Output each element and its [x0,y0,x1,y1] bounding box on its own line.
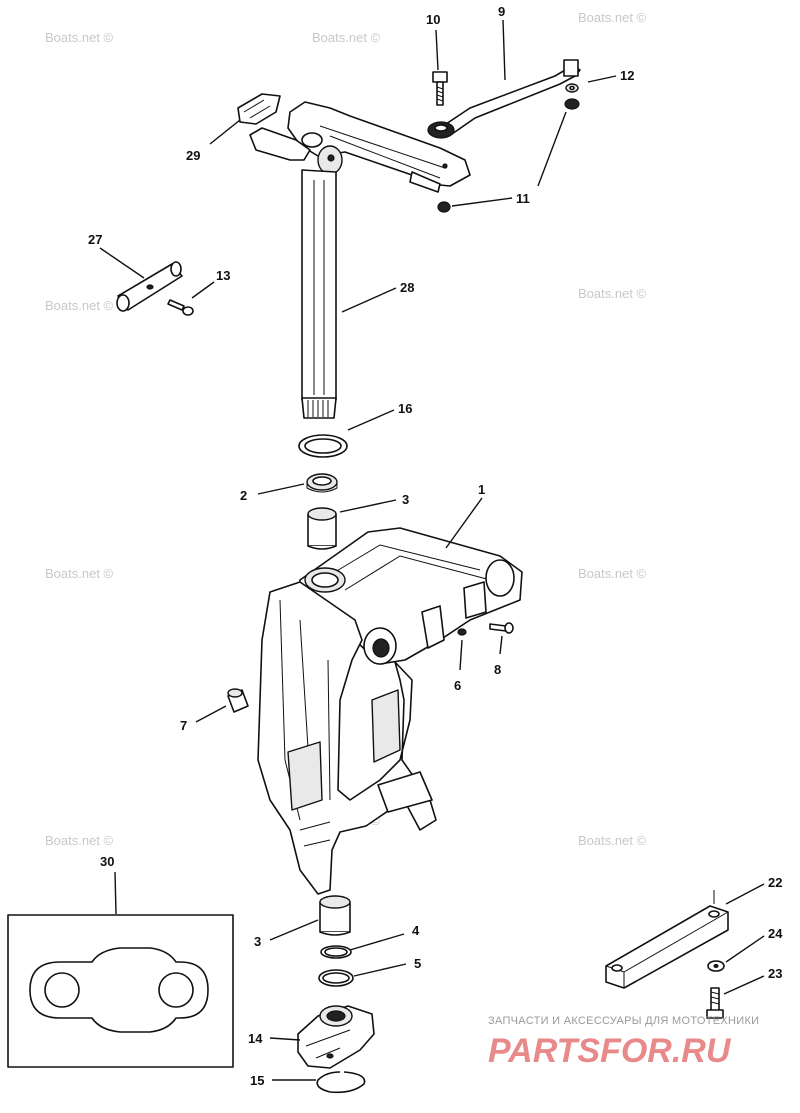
part-1-swivel-bracket [257,527,523,895]
part-16-washer [298,434,348,458]
callout-15: 15 [250,1073,264,1088]
part-7-bushing [227,688,249,713]
callout-9: 9 [498,4,505,19]
part-27-pin [116,261,183,312]
callout-12: 12 [620,68,634,83]
part-4-ring [320,945,352,959]
callout-13: 13 [216,268,230,283]
brand-tagline: ЗАПЧАСТИ И АКСЕССУАРЫ ДЛЯ МОТОТЕХНИКИ [488,1015,759,1027]
callouts: 10 9 12 11 29 27 13 28 16 2 3 1 7 6 8 30… [88,4,783,1088]
watermark: Boats.net © [578,833,647,848]
watermark: Boats.net © [578,10,647,25]
part-3-bushing-upper [307,507,337,550]
part-30-gasket [7,914,234,1068]
part-14-clamp [297,1005,375,1069]
callout-1: 1 [478,482,485,497]
part-23-bolt [706,987,724,1019]
callout-10: 10 [426,12,440,27]
leader-lines [99,19,765,1081]
watermark: Boats.net © [578,566,647,581]
callout-8: 8 [494,662,501,677]
part-11-nuts [437,98,580,213]
callout-29: 29 [186,148,200,163]
callout-28: 28 [400,280,414,295]
brand-logo: PARTSFOR.RU [488,1032,732,1070]
callout-27: 27 [88,232,102,247]
part-22-plate [605,890,729,989]
part-15-snap-ring [316,1071,366,1094]
part-5-ring [318,969,354,987]
callout-5: 5 [414,956,421,971]
part-24-washer [707,960,725,972]
callout-6: 6 [454,678,461,693]
watermark: Boats.net © [312,30,381,45]
part-29-bushing [237,93,281,125]
part-10-bolt [432,71,448,106]
callout-16: 16 [398,401,412,416]
watermark: Boats.net © [578,286,647,301]
watermark: Boats.net © [45,833,114,848]
callout-7: 7 [180,718,187,733]
watermark: Boats.net © [45,566,114,581]
brand-watermark: ЗАПЧАСТИ И АКСЕССУАРЫ ДЛЯ МОТОТЕХНИКИ PA… [488,1015,759,1070]
part-6-screw [457,628,467,636]
callout-4: 4 [412,923,420,938]
part-8-bolt [489,622,514,634]
callout-3: 3 [254,934,261,949]
part-28-steering-arm [249,101,471,419]
callout-14: 14 [248,1031,263,1046]
part-2-seal [306,473,338,493]
part-12-washer [565,83,579,93]
callout-22: 22 [768,875,782,890]
part-3-bushing-lower [319,895,351,936]
part-9-steering-link [427,59,581,139]
callout-30: 30 [100,854,114,869]
callout-23: 23 [768,966,782,981]
watermark: Boats.net © [45,30,114,45]
callout-11: 11 [516,191,530,206]
part-13-screw [167,299,194,316]
callout-2: 2 [240,488,247,503]
watermark: Boats.net © [45,298,114,313]
callout-24: 24 [768,926,783,941]
callout-3: 3 [402,492,409,507]
